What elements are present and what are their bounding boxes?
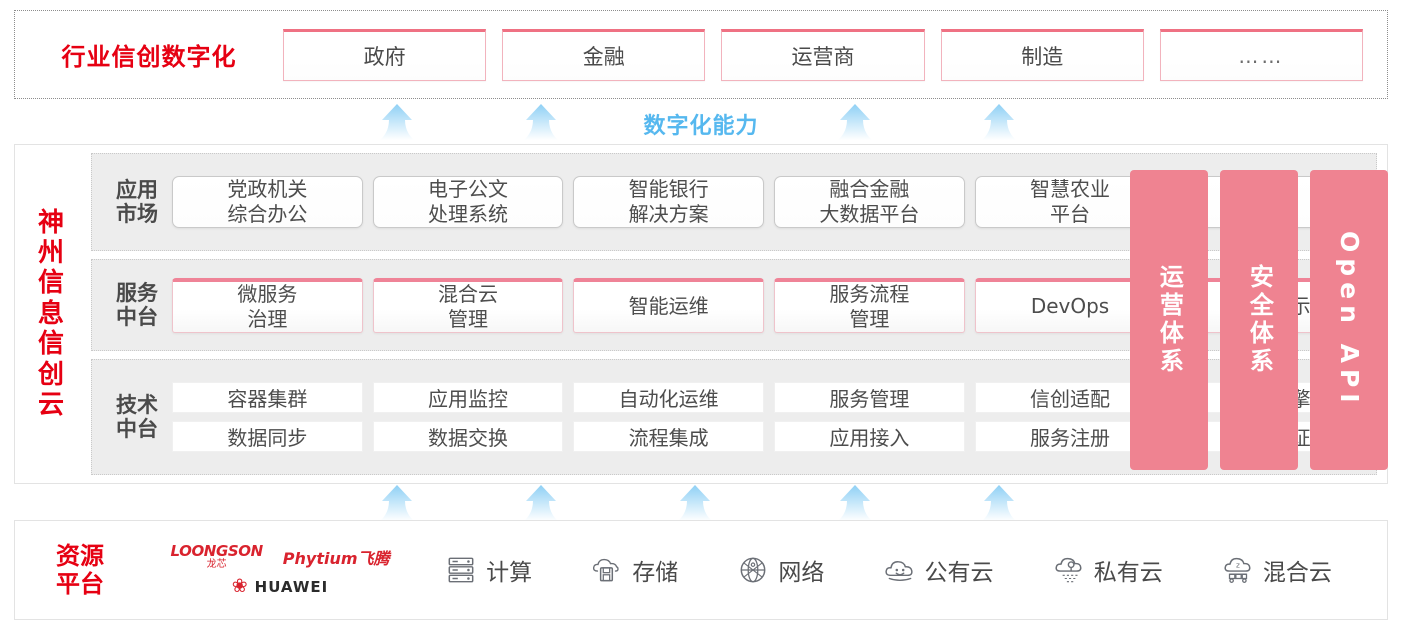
layer-label-line: 应用 <box>116 177 158 202</box>
loongson-logo: LOONGSON 龙芯 <box>170 542 263 570</box>
industry-box-list: 政府 金融 运营商 制造 …… <box>283 28 1387 81</box>
service-card-hybrid-cloud-mgmt[interactable]: 混合云管理 <box>372 277 564 333</box>
pillar-open-api[interactable]: Open API <box>1310 170 1388 470</box>
pillar-label: 运营体系 <box>1155 264 1184 376</box>
cloud-storage-icon <box>593 558 619 582</box>
loongson-logo-text: LOONGSON <box>170 542 263 560</box>
resource-platform-band: 资源 平台 LOONGSON 龙芯 Phytium飞腾 ❀ HUAWEI <box>14 520 1388 620</box>
tech-card-automated-ops[interactable]: 自动化运维 <box>573 382 765 413</box>
pillar-operations-system[interactable]: 运营体系 <box>1130 170 1208 470</box>
tech-card-app-monitoring[interactable]: 应用监控 <box>372 382 564 413</box>
app-card-smart-bank[interactable]: 智能银行解决方案 <box>573 176 765 228</box>
resource-item-hybrid-cloud[interactable]: z 混合云 <box>1221 553 1332 587</box>
up-arrow-icon <box>976 104 1022 140</box>
cloud-title-char: 云 <box>37 390 64 421</box>
industry-box-manufacturing[interactable]: 制造 <box>940 28 1144 81</box>
app-card-gov-office[interactable]: 党政机关综合办公 <box>172 176 363 228</box>
layer-label-line: 中台 <box>116 417 158 441</box>
hybrid-cloud-icon: z <box>1224 557 1251 583</box>
service-card-process-mgmt[interactable]: 服务流程管理 <box>774 277 965 333</box>
resource-title-line: 平台 <box>56 570 104 598</box>
service-card-microservice-governance[interactable]: 微服务治理 <box>172 277 363 333</box>
huawei-flower-icon: ❀ <box>231 575 248 597</box>
cloud-panel-title: 神 州 信 息 信 创 云 <box>15 145 87 483</box>
resource-arrow-row <box>0 485 1402 521</box>
up-arrow-icon <box>672 485 718 521</box>
cloud-title-char: 神 <box>37 207 64 238</box>
svg-text:z: z <box>1236 560 1240 569</box>
up-arrow-icon <box>832 104 878 140</box>
industry-box-government[interactable]: 政府 <box>283 28 487 81</box>
up-arrow-icon <box>832 485 878 521</box>
app-card-edoc-system[interactable]: 电子公文处理系统 <box>372 176 564 228</box>
network-icon <box>740 557 766 583</box>
tech-card-app-access[interactable]: 应用接入 <box>774 421 965 452</box>
phytium-logo: Phytium飞腾 <box>282 549 390 568</box>
cloud-title-char: 州 <box>37 237 64 268</box>
tech-card-data-sync[interactable]: 数据同步 <box>172 421 363 452</box>
pillar-column-group: 运营体系 安全体系 Open API <box>1130 170 1388 470</box>
layer-label-line: 技术 <box>116 392 158 417</box>
tech-card-service-mgmt[interactable]: 服务管理 <box>774 382 965 413</box>
layer-label-technical-platform: 技术 中台 <box>102 393 172 442</box>
resource-item-storage[interactable]: 存储 <box>590 553 678 587</box>
layer-label-application-market: 应用 市场 <box>102 178 172 227</box>
vendor-logo-row: ❀ HUAWEI <box>232 577 329 596</box>
industry-band-title: 行业信创数字化 <box>61 43 237 71</box>
resource-item-label: 公有云 <box>924 560 994 586</box>
pillar-label: 安全体系 <box>1245 264 1274 376</box>
industry-box-carrier[interactable]: 运营商 <box>721 28 925 81</box>
resource-item-private-cloud[interactable]: 私有云 <box>1052 553 1163 587</box>
industry-box-finance[interactable]: 金融 <box>502 28 706 81</box>
up-arrow-icon <box>374 104 420 140</box>
resource-platform-title: 资源 平台 <box>15 542 145 599</box>
industry-band: 行业信创数字化 政府 金融 运营商 制造 …… <box>14 10 1388 99</box>
up-arrow-icon <box>374 485 420 521</box>
tech-card-data-exchange[interactable]: 数据交换 <box>372 421 564 452</box>
huawei-logo: ❀ HUAWEI <box>232 577 329 596</box>
cloud-title-char: 息 <box>37 298 64 329</box>
cloud-title-char: 信 <box>37 268 64 299</box>
tech-card-container-cluster[interactable]: 容器集群 <box>172 382 363 413</box>
capability-arrow-row <box>0 104 1402 140</box>
server-icon <box>448 557 474 583</box>
resource-item-network[interactable]: 网络 <box>736 553 824 587</box>
layer-label-line: 服务 <box>116 280 158 305</box>
public-cloud-icon <box>884 561 913 582</box>
app-card-fin-bigdata[interactable]: 融合金融大数据平台 <box>774 176 965 228</box>
resource-item-list: 计算 存储 网络 <box>415 553 1387 587</box>
layer-label-line: 市场 <box>116 202 158 226</box>
pillar-security-system[interactable]: 安全体系 <box>1220 170 1298 470</box>
resource-item-label: 私有云 <box>1093 560 1163 586</box>
tech-card-process-integration[interactable]: 流程集成 <box>573 421 765 452</box>
up-arrow-icon <box>976 485 1022 521</box>
up-arrow-icon <box>518 485 564 521</box>
capability-label: 数字化能力 <box>643 114 759 139</box>
cloud-title-char: 创 <box>37 359 64 390</box>
industry-box-more[interactable]: …… <box>1159 28 1364 81</box>
cloud-title-char: 信 <box>37 329 64 360</box>
up-arrow-icon <box>518 104 564 140</box>
resource-item-label: 网络 <box>778 560 825 586</box>
resource-title-line: 资源 <box>56 541 104 570</box>
huawei-logo-text: HUAWEI <box>254 577 329 596</box>
resource-item-label: 混合云 <box>1262 560 1332 586</box>
pillar-label: Open API <box>1335 231 1364 409</box>
resource-item-label: 计算 <box>486 560 533 586</box>
loongson-logo-text-cn: 龙芯 <box>206 559 227 570</box>
service-card-smart-ops[interactable]: 智能运维 <box>573 277 765 333</box>
vendor-logo-row: LOONGSON 龙芯 Phytium飞腾 <box>170 544 389 570</box>
resource-item-label: 存储 <box>632 560 679 586</box>
vendor-logo-group: LOONGSON 龙芯 Phytium飞腾 ❀ HUAWEI <box>145 544 415 596</box>
resource-item-public-cloud[interactable]: 公有云 <box>883 553 994 587</box>
private-cloud-icon <box>1055 557 1082 583</box>
layer-label-service-platform: 服务 中台 <box>102 281 172 330</box>
resource-item-compute[interactable]: 计算 <box>444 553 532 587</box>
layer-label-line: 中台 <box>116 305 158 329</box>
